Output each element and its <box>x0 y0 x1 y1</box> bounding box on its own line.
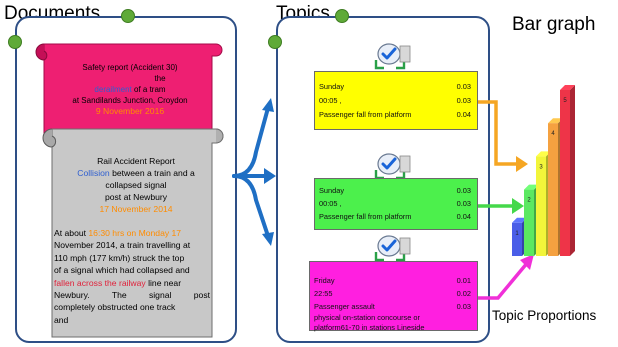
topic-1-row: 00:05 ,0.03 <box>319 96 471 105</box>
doc2-title3: collapsed signal <box>105 180 167 190</box>
bar-5: 5 <box>560 85 575 256</box>
topics-dot-icon <box>335 9 349 23</box>
doc2-b2: November 2014, a train travelling at <box>54 240 191 251</box>
document-1-text: Safety report (Accident 30) the derailme… <box>44 62 216 117</box>
doc2-b6: Newbury. The signal post <box>54 290 210 301</box>
topic-2-row: 00:05 ,0.03 <box>319 199 471 208</box>
topics-to-bars-arrows <box>478 100 534 300</box>
bar-front <box>512 222 522 256</box>
bar-front <box>536 156 546 256</box>
doc2-title2: Collision between a train and a <box>77 168 195 178</box>
doc2-b7: completely obstructed one track <box>54 302 176 313</box>
documents-to-topics-arrows <box>232 98 276 246</box>
topic-2-checkmark-stamp-icon <box>374 153 411 180</box>
bar-top <box>512 217 527 223</box>
document-1-scroll <box>35 43 223 135</box>
bar-front <box>560 90 570 256</box>
doc1-line2: the <box>154 74 166 83</box>
bar-top <box>548 118 563 124</box>
topic-3-checkmark-stamp-icon <box>374 235 411 262</box>
doc1-line4: at Sandilands Junction, Croydon <box>72 96 188 105</box>
bar-graph-title: Bar graph <box>512 14 596 35</box>
topic-1-checkmark-stamp-icon <box>374 43 411 70</box>
doc2-time: 16:30 hrs on Monday 17 <box>88 228 182 238</box>
doc1-date: 9 November 2016 <box>95 106 165 116</box>
document-2-body: At about 16:30 hrs on Monday 17 November… <box>54 227 210 326</box>
bar-graph: 1 2 3 4 5 <box>512 85 575 256</box>
bar-label: 2 <box>527 198 531 204</box>
document-2-heading: Rail Accident Report Collision between a… <box>56 155 216 215</box>
bar-label: 4 <box>551 131 555 137</box>
topics-side-dot-icon <box>268 35 282 49</box>
doc2-b8: and <box>54 314 69 325</box>
bar-top <box>560 85 575 90</box>
bar-front <box>548 123 558 256</box>
topic-proportions-label: Topic Proportions <box>492 308 597 323</box>
documents-side-dot-icon <box>8 35 22 49</box>
document-2-scroll <box>42 128 224 338</box>
bar-label: 1 <box>515 231 519 237</box>
documents-dot-icon <box>121 9 135 23</box>
doc1-line3: derailment of a tram <box>94 85 166 94</box>
doc1-derailment: derailment <box>94 85 132 94</box>
bar-side <box>570 85 575 256</box>
bar-top <box>524 184 539 190</box>
doc2-fallen: fallen across the railway <box>54 277 146 288</box>
bar-label: 5 <box>563 98 567 104</box>
doc2-b3: 110 mph (177 km/h) struck the top <box>54 252 185 263</box>
doc2-date: 17 November 2014 <box>99 204 173 214</box>
bar-front <box>524 189 534 256</box>
doc2-b1: At about 16:30 hrs on Monday 17 <box>54 228 182 238</box>
doc2-collision: Collision <box>77 168 110 178</box>
topic-3-extra-line-1: physical on-station concourse or <box>314 313 420 322</box>
doc2-title4: post at Newbury <box>104 192 168 202</box>
doc2-b5: fallen across the railway line near <box>54 277 182 288</box>
topic-3-extra-line-2: platform61-70 in stations Lineside <box>314 323 425 332</box>
doc2-title1: Rail Accident Report <box>97 156 175 166</box>
bar-label: 3 <box>539 164 543 170</box>
doc2-b4: of a signal which had collapsed and <box>54 265 190 276</box>
bar-top <box>536 151 551 157</box>
doc1-line1: Safety report (Accident 30) <box>82 63 178 72</box>
